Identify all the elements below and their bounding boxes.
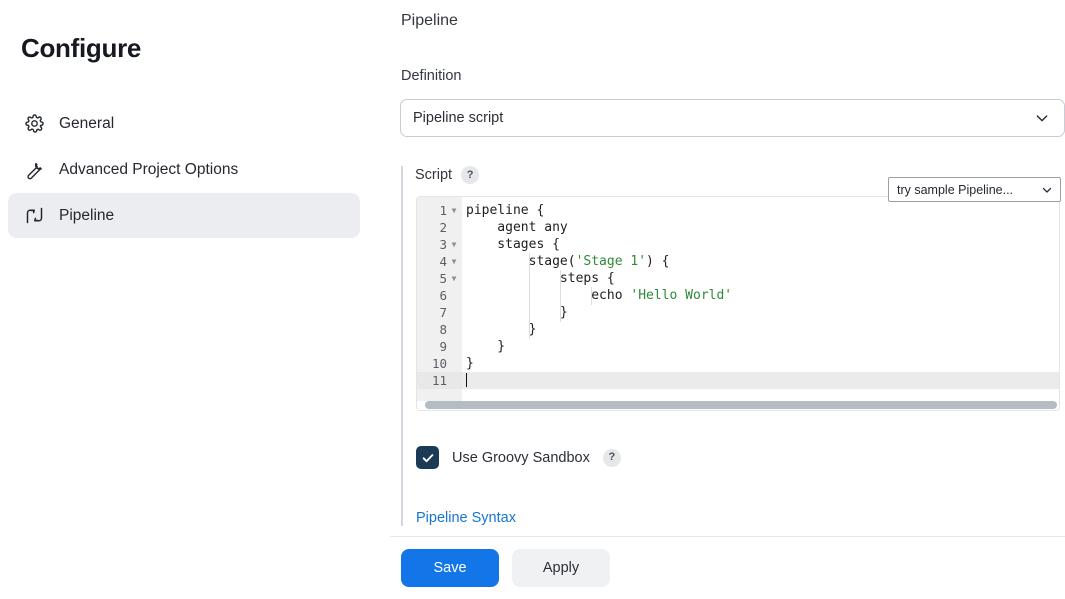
fold-toggle-icon[interactable]: ▼ bbox=[451, 239, 457, 249]
code-line: stage('Stage 1') { bbox=[466, 254, 670, 269]
code-line: } bbox=[466, 356, 474, 371]
sidebar-item-pipeline[interactable]: Pipeline bbox=[8, 193, 360, 238]
code-line: agent any bbox=[466, 220, 568, 235]
indent-guide bbox=[591, 287, 593, 305]
gutter-line: 8▼ bbox=[439, 322, 447, 337]
footer-actions: Save Apply bbox=[390, 537, 1065, 599]
use-groovy-sandbox-row: Use Groovy Sandbox ? bbox=[416, 446, 621, 469]
script-label: Script bbox=[415, 167, 453, 183]
script-help-icon[interactable]: ? bbox=[461, 166, 480, 184]
sandbox-help-icon[interactable]: ? bbox=[602, 448, 621, 467]
gutter-line: 1▼ bbox=[439, 203, 457, 218]
pipeline-syntax-link[interactable]: Pipeline Syntax bbox=[416, 510, 516, 526]
editor-body: 1▼ 2▼ 3▼ 4▼ 5▼ 6▼ 7▼ 8▼ 9▼ 10▼11▼ pipeline { agen… bbox=[417, 197, 1059, 401]
sidebar-item-general[interactable]: General bbox=[8, 101, 360, 146]
main-panel: Pipeline Definition Pipeline script Scri… bbox=[390, 0, 1065, 599]
sidebar-item-label: General bbox=[59, 114, 115, 132]
chevron-down-icon bbox=[1041, 184, 1053, 196]
gutter-line: 9▼ bbox=[439, 339, 447, 354]
use-groovy-sandbox-label: Use Groovy Sandbox bbox=[452, 449, 590, 466]
code-line: } bbox=[466, 305, 568, 320]
sidebar-item-advanced-project-options[interactable]: Advanced Project Options bbox=[8, 147, 360, 192]
text-caret bbox=[466, 373, 467, 387]
section-heading-pipeline: Pipeline bbox=[401, 12, 458, 29]
definition-label: Definition bbox=[401, 68, 462, 84]
sidebar-item-label: Advanced Project Options bbox=[59, 160, 239, 178]
apply-button[interactable]: Apply bbox=[512, 549, 610, 587]
editor-gutter: 1▼ 2▼ 3▼ 4▼ 5▼ 6▼ 7▼ 8▼ 9▼ 10▼11▼ bbox=[417, 197, 462, 401]
indent-guide bbox=[559, 270, 561, 322]
fold-toggle-icon[interactable]: ▼ bbox=[451, 205, 457, 215]
indent-guide bbox=[528, 253, 530, 339]
page-title: Configure bbox=[21, 33, 142, 63]
code-line bbox=[462, 372, 1059, 389]
sidebar-item-label: Pipeline bbox=[59, 206, 115, 224]
gutter-line: 6▼ bbox=[439, 288, 447, 303]
definition-select[interactable]: Pipeline script bbox=[400, 99, 1065, 137]
try-sample-pipeline-value: try sample Pipeline... bbox=[897, 182, 1014, 197]
try-sample-pipeline-select[interactable]: try sample Pipeline... bbox=[888, 177, 1061, 202]
pipeline-icon bbox=[22, 204, 46, 228]
sidebar: Configure General Advan bbox=[0, 0, 390, 599]
check-icon bbox=[422, 453, 433, 462]
save-button[interactable]: Save bbox=[401, 549, 499, 587]
wrench-icon bbox=[22, 158, 46, 182]
footer-separator bbox=[390, 536, 1065, 537]
code-line: echo 'Hello World' bbox=[466, 288, 733, 303]
gutter-line: 7▼ bbox=[439, 305, 447, 320]
gutter-line: 4▼ bbox=[439, 254, 457, 269]
subblock-left-rule bbox=[401, 166, 403, 526]
gutter-line: 5▼ bbox=[439, 271, 457, 286]
code-line: } bbox=[466, 339, 506, 354]
gutter-line: 10▼ bbox=[431, 356, 447, 371]
script-label-row: Script ? bbox=[415, 166, 480, 184]
fold-toggle-icon[interactable]: ▼ bbox=[451, 256, 457, 266]
gutter-line: 2▼ bbox=[439, 220, 447, 235]
editor-horizontal-scrollbar[interactable] bbox=[425, 401, 1057, 409]
code-line: stages { bbox=[466, 237, 560, 252]
code-line: pipeline { bbox=[466, 203, 545, 218]
fold-toggle-icon[interactable]: ▼ bbox=[451, 273, 457, 283]
code-line: } bbox=[466, 322, 537, 337]
script-code-editor[interactable]: 1▼ 2▼ 3▼ 4▼ 5▼ 6▼ 7▼ 8▼ 9▼ 10▼11▼ pipeline { agen… bbox=[416, 196, 1060, 411]
editor-code-area[interactable]: pipeline { agent any stages { stage('Sta… bbox=[462, 197, 1059, 401]
use-groovy-sandbox-checkbox[interactable] bbox=[416, 446, 439, 469]
gutter-line: 3▼ bbox=[439, 237, 457, 252]
gear-icon bbox=[22, 112, 46, 136]
sidebar-nav: General Advanced Project Options bbox=[8, 101, 360, 238]
chevron-down-icon bbox=[1034, 110, 1050, 126]
code-line: steps { bbox=[466, 271, 615, 286]
gutter-line: 11▼ bbox=[417, 372, 462, 389]
main-scroll-region: Pipeline Definition Pipeline script Scri… bbox=[390, 0, 1065, 536]
definition-select-value: Pipeline script bbox=[413, 110, 504, 126]
